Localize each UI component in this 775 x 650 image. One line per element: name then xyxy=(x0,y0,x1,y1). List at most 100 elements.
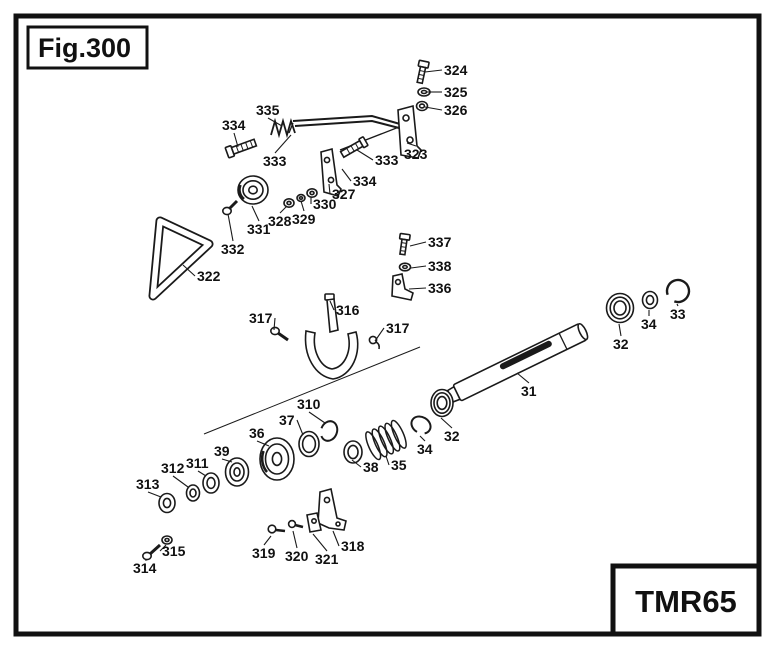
callout-line-317 xyxy=(374,327,385,342)
callout-line-331 xyxy=(251,205,260,222)
washer-315 xyxy=(161,535,173,545)
callout-line-33 xyxy=(676,303,679,307)
part-label-322: 322 xyxy=(197,268,221,284)
bearing-32-left xyxy=(430,388,454,418)
callout-line-310 xyxy=(308,411,326,424)
callout-line-321 xyxy=(312,533,328,552)
callout-line-329 xyxy=(300,200,305,212)
callout-line-38 xyxy=(351,459,362,468)
part-label-36: 36 xyxy=(249,425,265,441)
part-label-336: 336 xyxy=(428,280,452,296)
part-label-39: 39 xyxy=(214,443,230,459)
pulley-36 xyxy=(259,437,295,481)
callout-line-336 xyxy=(408,287,427,290)
part-label-330: 330 xyxy=(313,196,337,212)
callout-line-333 xyxy=(356,149,374,161)
bolt-334 xyxy=(224,138,258,159)
part-label-338: 338 xyxy=(428,258,452,274)
figure-title-box: Fig.300 xyxy=(26,25,149,70)
part-label-32: 32 xyxy=(444,428,460,444)
v-belt-322 xyxy=(148,216,214,301)
part-label-334: 334 xyxy=(353,173,377,189)
snap-ring-310 xyxy=(319,420,339,442)
washer-312 xyxy=(185,484,201,502)
part-label-37: 37 xyxy=(279,412,295,428)
callout-line-320 xyxy=(292,530,298,549)
callout-line-34 xyxy=(419,435,426,442)
part-label-329: 329 xyxy=(292,211,316,227)
callout-line-315 xyxy=(159,544,167,552)
callout-line-316 xyxy=(329,300,335,311)
callout-line-311 xyxy=(197,470,207,477)
callout-line-319 xyxy=(263,535,272,546)
part-label-326: 326 xyxy=(444,102,468,118)
part-label-311: 311 xyxy=(186,455,209,471)
part-label-35: 35 xyxy=(391,457,407,473)
part-label-319: 319 xyxy=(252,545,276,561)
callout-line-333 xyxy=(274,134,292,154)
part-label-38: 38 xyxy=(363,459,379,475)
part-label-332: 332 xyxy=(221,241,245,257)
model-code: TMR65 xyxy=(635,584,737,619)
bracket-327 xyxy=(320,147,342,197)
part-label-32: 32 xyxy=(613,336,629,352)
part-label-333: 333 xyxy=(263,153,287,169)
bearing-32-right xyxy=(605,292,635,324)
part-label-314: 314 xyxy=(133,560,157,576)
washer-311 xyxy=(202,472,220,494)
washer-34-right xyxy=(641,290,659,310)
callout-line-335 xyxy=(267,117,283,127)
callout-line-334 xyxy=(341,168,352,182)
washer-325 xyxy=(417,87,431,97)
callout-line-337 xyxy=(409,241,427,247)
part-label-317: 317 xyxy=(386,320,410,336)
pulley-331 xyxy=(237,175,269,205)
pulley-39 xyxy=(224,457,250,487)
shaft-31 xyxy=(433,322,589,409)
bracket-321 xyxy=(306,512,322,533)
bolt-337 xyxy=(398,232,411,256)
part-label-313: 313 xyxy=(136,476,160,492)
washer-38 xyxy=(343,440,363,464)
part-label-312: 312 xyxy=(161,460,185,476)
snap-ring-33 xyxy=(665,278,691,304)
part-label-323: 323 xyxy=(404,146,428,162)
callout-line-334 xyxy=(233,132,239,148)
part-label-333: 333 xyxy=(375,152,399,168)
callout-line-32 xyxy=(618,323,622,337)
tension-rod xyxy=(288,114,401,151)
part-label-318: 318 xyxy=(341,538,365,554)
callout-line-323 xyxy=(406,142,417,147)
bracket-336 xyxy=(391,273,414,301)
callout-line-36 xyxy=(256,440,270,447)
part-label-325: 325 xyxy=(444,84,468,100)
spring-335 xyxy=(270,117,296,139)
part-label-324: 324 xyxy=(444,62,468,78)
figure-title: Fig.300 xyxy=(38,33,131,63)
part-label-334: 334 xyxy=(222,117,246,133)
callout-line-317 xyxy=(273,317,276,331)
washer-330 xyxy=(306,188,318,199)
bolt-332 xyxy=(222,199,239,216)
callout-line-39 xyxy=(221,458,233,463)
bolt-320 xyxy=(287,519,304,529)
collar-313 xyxy=(158,492,176,514)
callout-line-332 xyxy=(227,213,234,242)
bolt-319 xyxy=(267,524,286,534)
snap-ring-34-left xyxy=(410,415,432,435)
bracket-318 xyxy=(317,488,347,531)
pin-317-right xyxy=(368,335,380,350)
spring-35 xyxy=(365,419,407,461)
part-label-335: 335 xyxy=(256,102,280,118)
callout-line-31 xyxy=(516,372,530,384)
part-label-34: 34 xyxy=(641,316,657,332)
bolt-317-left xyxy=(269,326,289,342)
washer-338 xyxy=(398,262,412,272)
washer-328 xyxy=(283,198,295,209)
callout-line-313 xyxy=(147,491,162,498)
bolt-314 xyxy=(142,543,162,561)
part-label-31: 31 xyxy=(521,383,537,399)
